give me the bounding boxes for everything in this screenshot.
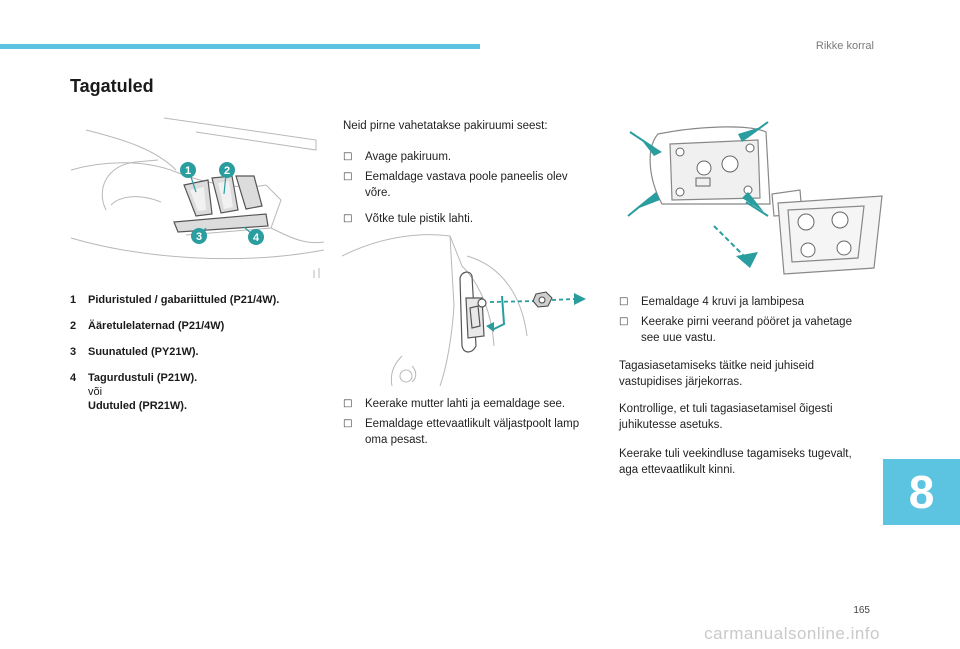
- step-item: □Eemaldage ettevaatlikult väljastpoolt l…: [343, 418, 580, 446]
- callout-3: 3: [196, 231, 202, 243]
- step-item: □Avage pakiruum.: [343, 151, 452, 163]
- chapter-tab: 8: [883, 459, 960, 525]
- step-item: □Võtke tule pistik lahti.: [343, 213, 474, 225]
- lamp-holder-illustration: [627, 121, 883, 275]
- note-text: Keerake tuli veekindluse tagamiseks tuge…: [619, 448, 852, 476]
- checkbox-bullet-icon: □: [343, 398, 353, 409]
- chapter-title: Rikke korral: [815, 40, 874, 52]
- lamp-holder-steps: □Eemaldage 4 kruvi ja lambipesa □Keerake…: [619, 294, 869, 485]
- step-item: □Keerake mutter lahti ja eemaldage see.: [343, 398, 566, 410]
- checkbox-bullet-icon: □: [619, 316, 629, 327]
- note-text: Tagasiasetamiseks täitke neid juhiseid v…: [619, 360, 814, 388]
- nut-removal-steps: □Keerake mutter lahti ja eemaldage see. …: [343, 396, 593, 452]
- callout-4: 4: [253, 232, 260, 244]
- checkbox-bullet-icon: □: [343, 213, 353, 224]
- step-item: □Eemaldage 4 kruvi ja lambipesa: [619, 296, 805, 308]
- checkbox-bullet-icon: □: [343, 151, 353, 162]
- trunk-panel-illustration: [342, 234, 586, 386]
- page-title: Tagatuled: [70, 76, 154, 96]
- checkbox-bullet-icon: □: [619, 296, 629, 307]
- note-text: Kontrollige, et tuli tagasiasetamisel õi…: [619, 403, 833, 431]
- intro-text: Neid pirne vahetatakse pakiruumi seest:: [343, 120, 548, 132]
- rear-lamp-illustration: 1 2 3 4: [70, 117, 324, 278]
- step-item: □Eemaldage vastava poole paneelis olev v…: [343, 171, 568, 199]
- legend-item: 4 Tagurdustuli (P21W). või Udutuled (PR2…: [70, 372, 198, 412]
- legend-item: 3 Suunatuled (PY21W).: [70, 346, 199, 358]
- bulb-legend: 1 Piduristuled / gabariittuled (P21/4W).…: [70, 293, 320, 425]
- checkbox-bullet-icon: □: [343, 171, 353, 182]
- callout-2: 2: [224, 165, 230, 177]
- legend-item: 1 Piduristuled / gabariittuled (P21/4W).: [70, 294, 280, 306]
- legend-item: 2 Ääretulelaternad (P21/4W): [70, 320, 225, 332]
- callout-1: 1: [185, 165, 191, 177]
- step-item: □Keerake pirni veerand pööret ja vahetag…: [619, 316, 852, 344]
- callout-markers: 1 2 3 4: [180, 162, 264, 245]
- checkbox-bullet-icon: □: [343, 418, 353, 429]
- page-number: 165: [853, 605, 870, 616]
- intro-instructions: Neid pirne vahetatakse pakiruumi seest: …: [343, 118, 588, 231]
- watermark: carmanualsonline.info: [704, 624, 880, 643]
- header-accent-bar: [0, 44, 480, 49]
